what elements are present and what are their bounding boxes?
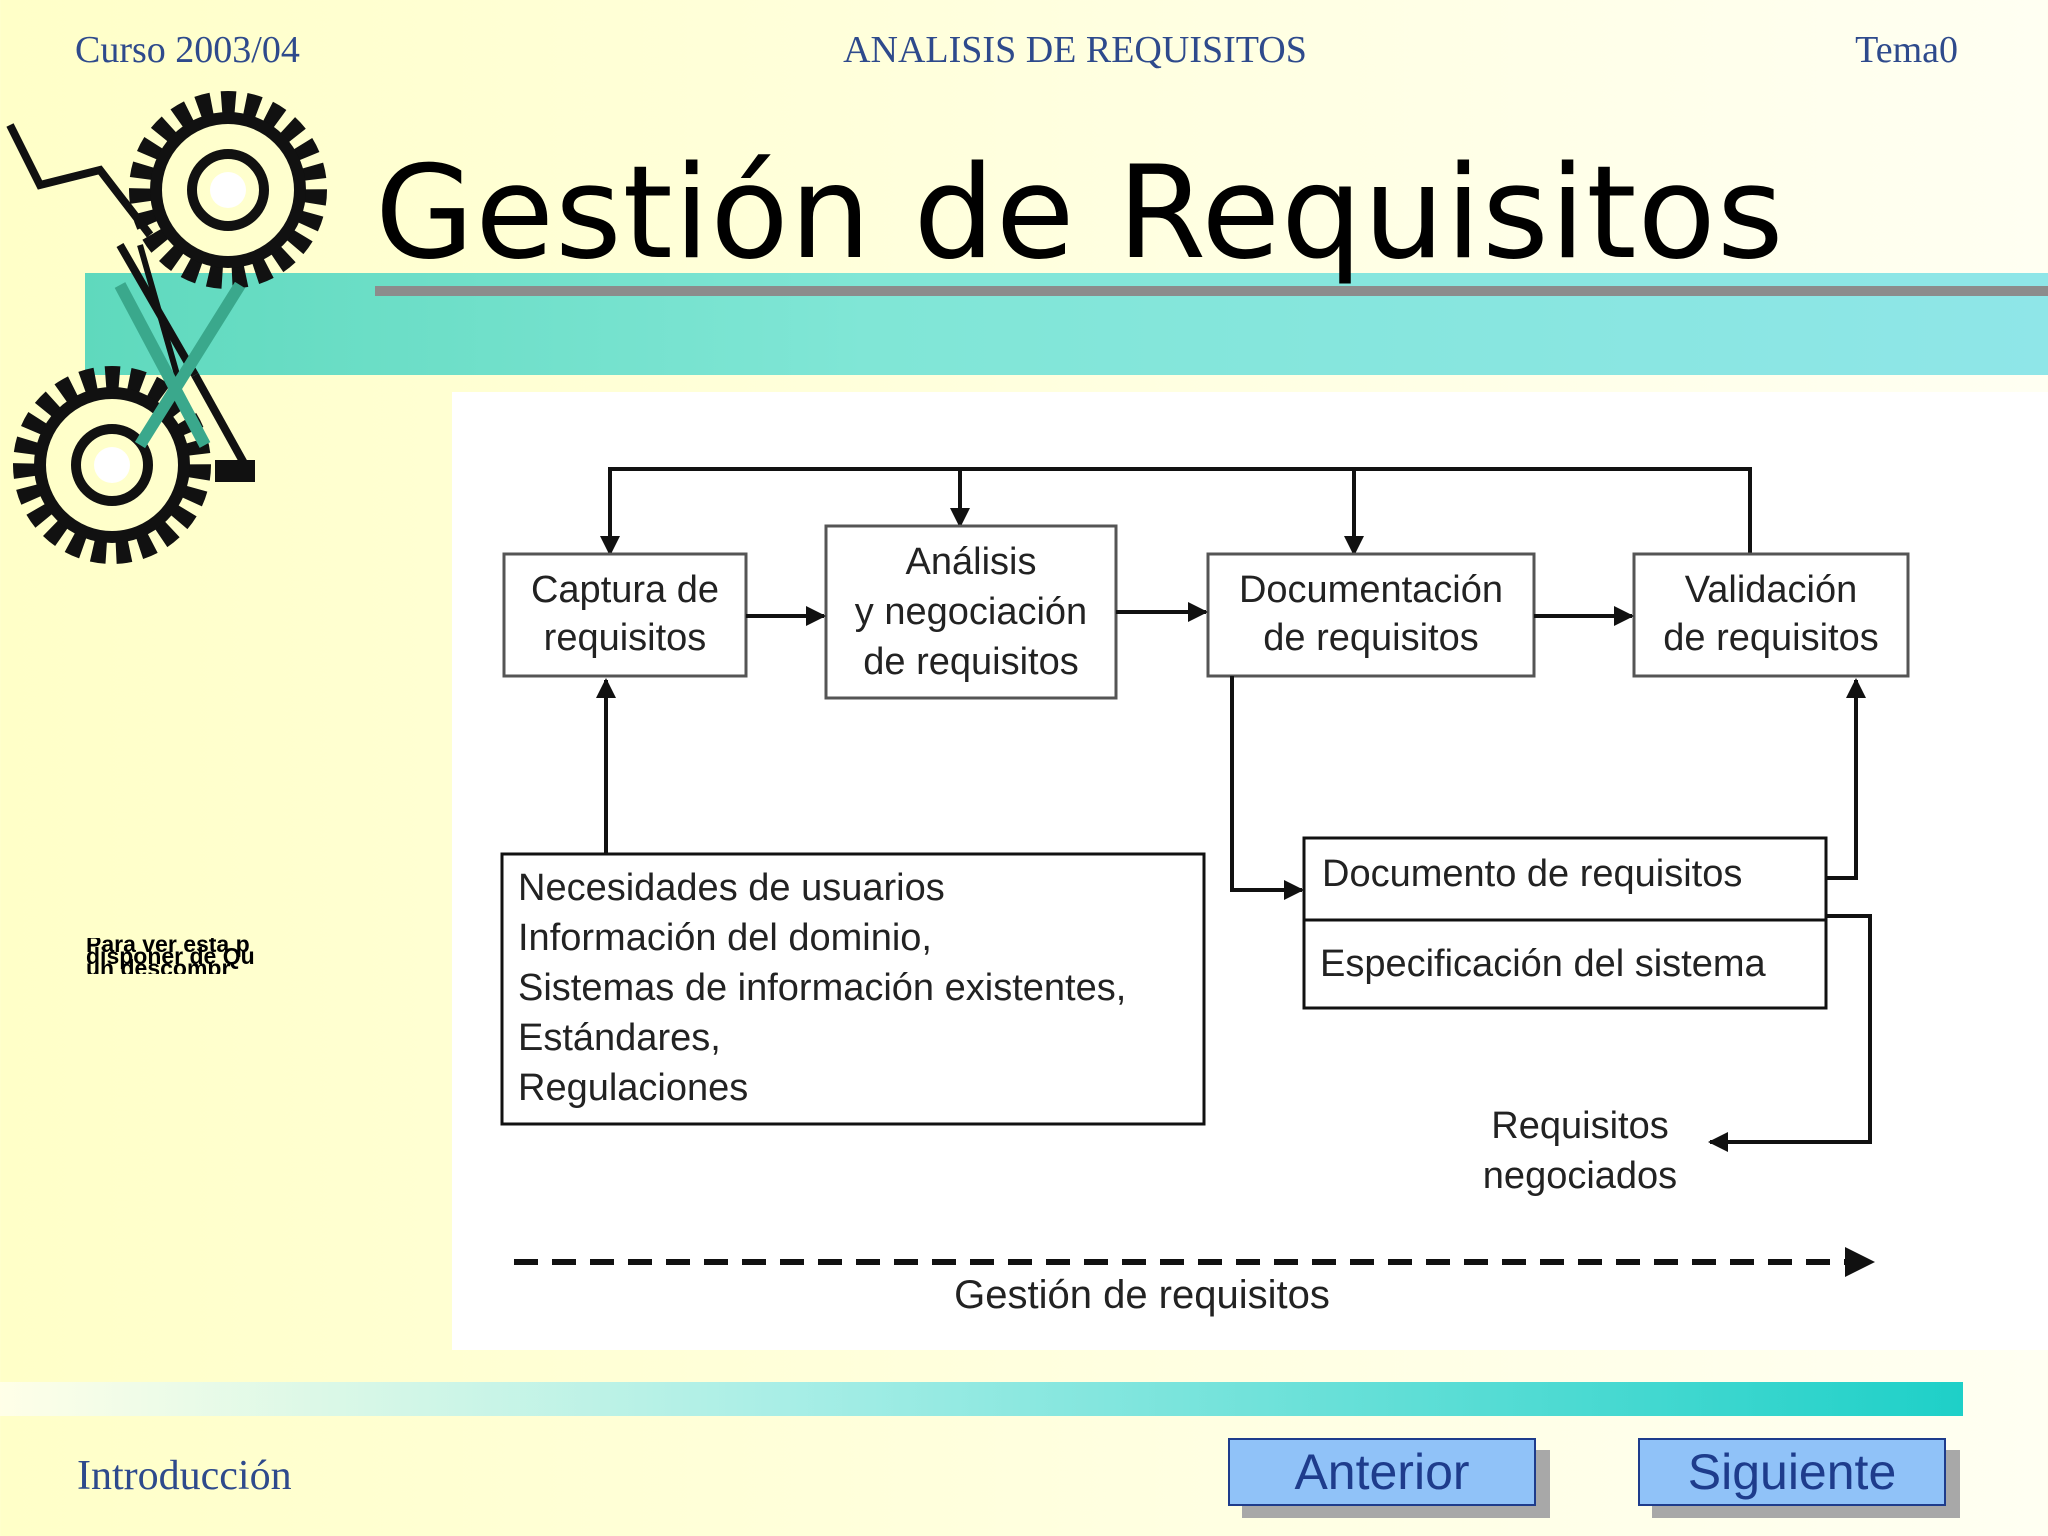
fuentes-line-2: Información del dominio, bbox=[518, 917, 932, 959]
section-label: Introducción bbox=[77, 1453, 292, 1499]
next-button[interactable]: Siguiente bbox=[1638, 1438, 1946, 1506]
topic-label: Tema0 bbox=[1855, 29, 1958, 71]
box-analisis: Análisis y negociación de requisitos bbox=[824, 524, 1118, 700]
fuentes-line-3: Sistemas de información existentes, bbox=[518, 967, 1126, 1009]
flow-arrows bbox=[746, 602, 1634, 626]
box-captura: Captura de requisitos bbox=[502, 552, 748, 678]
analisis-line-3: de requisitos bbox=[863, 641, 1078, 683]
documentacion-line-2: de requisitos bbox=[1263, 617, 1478, 659]
fuentes-line-1: Necesidades de usuarios bbox=[518, 867, 945, 909]
documentacion-line-1: Documentación bbox=[1239, 569, 1503, 611]
requirements-process-diagram: Captura de requisitos Análisis y negocia… bbox=[500, 467, 1910, 1317]
diagram-panel: Captura de requisitos Análisis y negocia… bbox=[452, 392, 2048, 1350]
validacion-line-1: Validación bbox=[1685, 569, 1858, 611]
output-label-line-2: negociados bbox=[1483, 1155, 1677, 1197]
box-documentacion: Documentación de requisitos bbox=[1206, 552, 1536, 678]
fuentes-line-5: Regulaciones bbox=[518, 1067, 748, 1109]
fuentes-line-4: Estándares, bbox=[518, 1017, 721, 1059]
captura-line-2: requisitos bbox=[544, 617, 707, 659]
quicktime-placeholder-text: Para ver esta p disponer de Qu un descom… bbox=[86, 938, 296, 974]
slide-title: Gestión de Requisitos bbox=[375, 139, 1785, 288]
box-fuentes: Necesidades de usuarios Información del … bbox=[500, 852, 1206, 1126]
especificacion-label: Especificación del sistema bbox=[1320, 943, 1767, 985]
previous-button[interactable]: Anterior bbox=[1228, 1438, 1536, 1506]
validacion-line-2: de requisitos bbox=[1663, 617, 1878, 659]
documento-label: Documento de requisitos bbox=[1322, 853, 1742, 895]
output-label-line-1: Requisitos bbox=[1491, 1105, 1668, 1147]
analisis-line-2: y negociación bbox=[855, 591, 1087, 633]
box-validacion: Validación de requisitos bbox=[1632, 552, 1910, 678]
footer-band bbox=[0, 1382, 1963, 1416]
title-underline bbox=[375, 286, 2048, 296]
management-label: Gestión de requisitos bbox=[954, 1273, 1330, 1317]
box-especificacion-sistema: Especificación del sistema bbox=[1302, 918, 1828, 1010]
box-documento-requisitos: Documento de requisitos bbox=[1302, 836, 1828, 922]
course-label: Curso 2003/04 bbox=[75, 29, 300, 71]
subject-label: ANALISIS DE REQUISITOS bbox=[843, 29, 1307, 71]
feedback-loop bbox=[600, 467, 1752, 556]
analisis-line-1: Análisis bbox=[906, 541, 1037, 583]
quicktime-note-line: disponer de Qu bbox=[86, 943, 255, 969]
captura-line-1: Captura de bbox=[531, 569, 719, 611]
quicktime-note-line: un descompr bbox=[86, 955, 231, 975]
gears-logo-icon bbox=[6, 91, 327, 564]
document-connectors bbox=[1230, 676, 1872, 1152]
